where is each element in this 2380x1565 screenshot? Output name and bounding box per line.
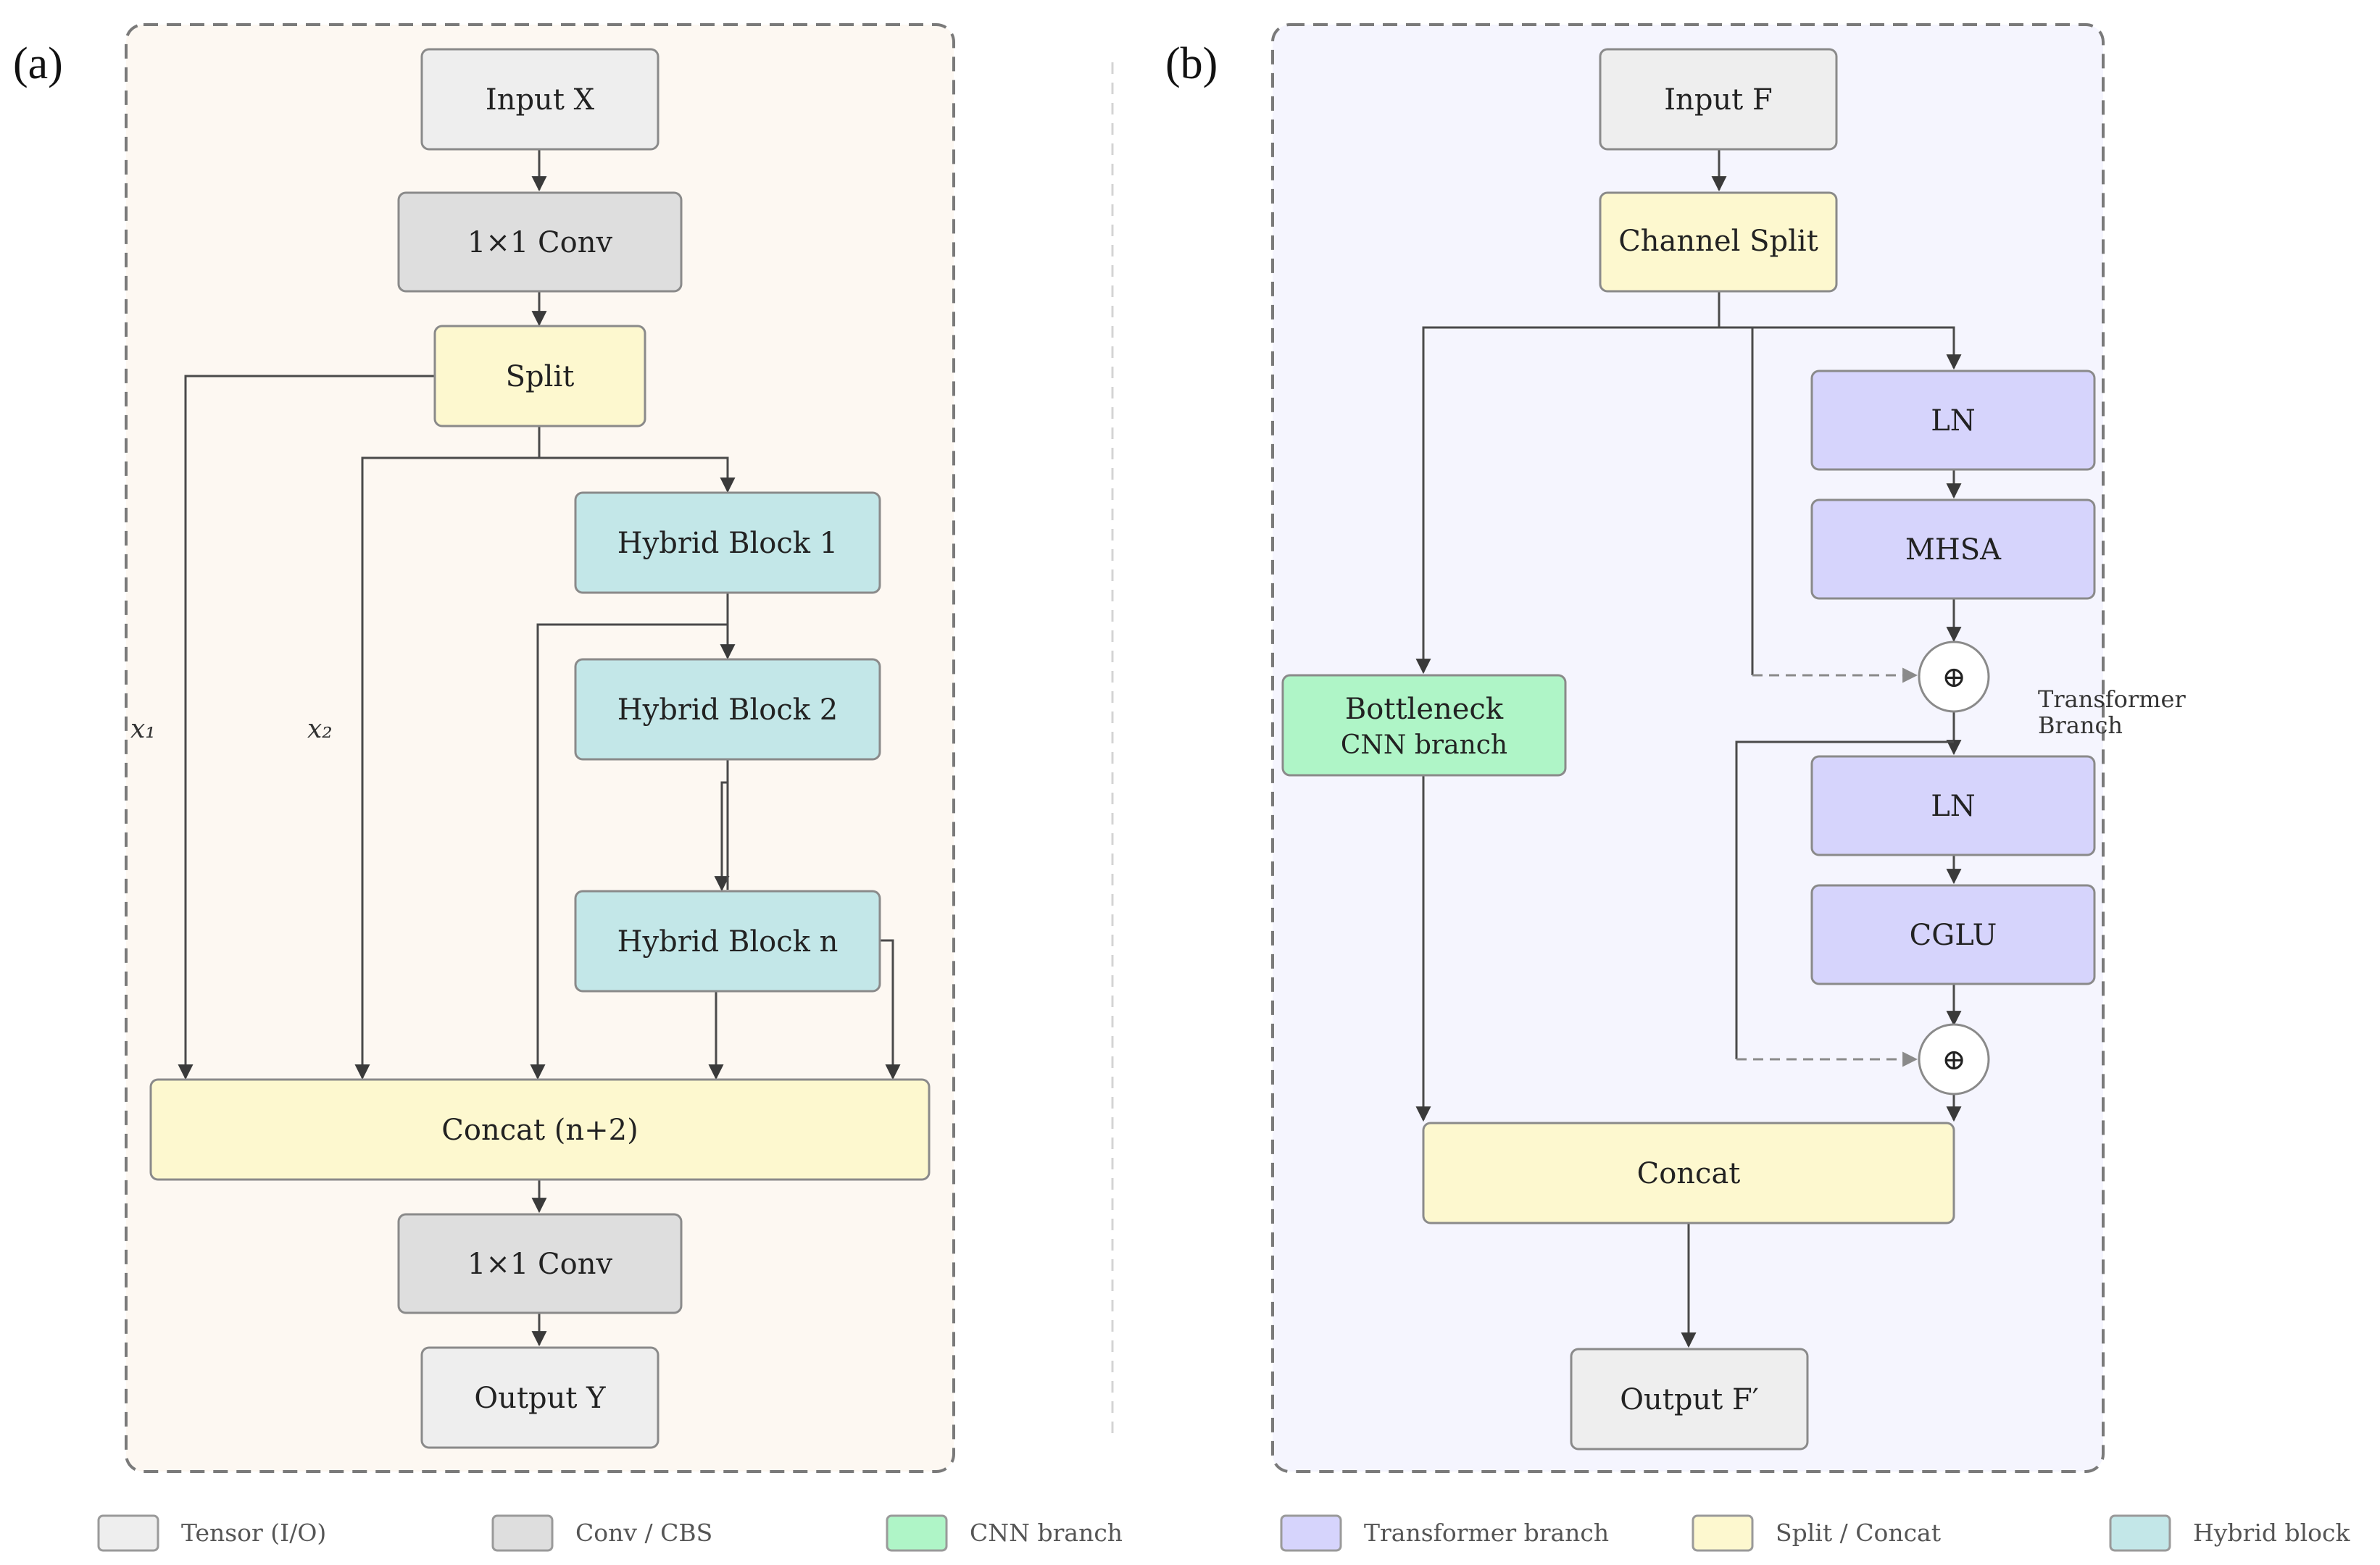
input-f-node: Input F [1599,48,1838,151]
legend: Tensor (I/O) Conv / CBS CNN branch Trans… [97,1514,2351,1552]
split-node: Split [433,325,646,427]
svg-text:⊕: ⊕ [1942,1043,1966,1077]
svg-text:Hybrid Block n: Hybrid Block n [617,925,839,959]
svg-text:⊕: ⊕ [1942,661,1966,694]
svg-text:Channel Split: Channel Split [1618,225,1818,258]
conv1x1-top-node: 1×1 Conv [397,191,683,293]
legend-item-transformer: Transformer branch [1280,1514,1609,1552]
cglu-node: CGLU [1810,884,2096,985]
legend-item-cnn: CNN branch [886,1514,1123,1552]
x1-label: x₁ [130,714,156,744]
legend-item-conv: Conv / CBS [491,1514,712,1552]
svg-text:Input F: Input F [1664,83,1772,117]
svg-text:Transformer: Transformer [2038,685,2186,713]
add-bottom-node: ⊕ [1918,1023,1990,1096]
tensor-swatch-icon [97,1514,159,1552]
legend-item-tensor: Tensor (I/O) [97,1514,326,1552]
svg-text:LN: LN [1931,790,1976,823]
x2-label: x₂ [307,714,333,744]
svg-text:Hybrid Block 2: Hybrid Block 2 [617,693,838,727]
svg-text:Input X: Input X [486,83,595,117]
svg-text:Tensor (I/O): Tensor (I/O) [181,1519,326,1547]
legend-item-hybrid: Hybrid block [2109,1514,2351,1552]
svg-text:LN: LN [1931,404,1976,438]
conv-swatch-icon [491,1514,554,1552]
cnn-swatch-icon [886,1514,948,1552]
conv1x1-bottom-node: 1×1 Conv [397,1213,683,1314]
hybrid-block-2-node: Hybrid Block 2 [574,658,881,761]
hybrid-swatch-icon [2109,1514,2171,1552]
ln-bottom-node: LN [1810,755,2096,856]
panel-a-label: (a) [13,39,63,88]
channel-split-node: Channel Split [1599,191,1838,293]
svg-text:CNN branch: CNN branch [1341,730,1507,760]
svg-text:Conv / CBS: Conv / CBS [575,1519,712,1547]
svg-text:Branch: Branch [2038,711,2123,739]
panel-b-label: (b) [1165,39,1218,88]
ln-top-node: LN [1810,370,2096,471]
panel-a-edges [178,149,901,1347]
concat-n2-node: Concat (n+2) [149,1078,931,1181]
hybrid-block-n-node: Hybrid Block n [574,890,881,993]
svg-text:Bottleneck: Bottleneck [1345,693,1504,726]
svg-text:Transformer branch: Transformer branch [1364,1519,1609,1547]
svg-text:1×1 Conv: 1×1 Conv [467,226,613,259]
svg-text:1×1 Conv: 1×1 Conv [467,1248,613,1281]
input-x-node: Input X [420,48,660,151]
mhsa-node: MHSA [1810,498,2096,600]
output-y-node: Output Y [420,1346,660,1449]
svg-text:Concat (n+2): Concat (n+2) [441,1114,638,1147]
hybrid-block-1-node: Hybrid Block 1 [574,491,881,594]
svg-text:Hybrid block: Hybrid block [2193,1519,2351,1547]
concat-node: Concat [1422,1122,1955,1224]
transformer-branch-label: Transformer Branch [2038,685,2186,739]
svg-text:Split: Split [506,360,575,393]
svg-text:CNN branch: CNN branch [970,1519,1123,1547]
bottleneck-cnn-node: Bottleneck CNN branch [1281,674,1567,777]
svg-text:CGLU: CGLU [1910,919,1997,952]
svg-text:Hybrid Block 1: Hybrid Block 1 [617,527,838,560]
add-top-node: ⊕ [1918,640,1990,713]
output-f-prime-node: Output F′ [1570,1348,1809,1451]
panel-b-edges [1415,149,1962,1348]
svg-text:Output Y: Output Y [474,1382,606,1415]
split-concat-swatch-icon [1692,1514,1754,1552]
transformer-swatch-icon [1280,1514,1342,1552]
legend-item-split-concat: Split / Concat [1692,1514,1941,1552]
svg-text:Output F′: Output F′ [1620,1383,1759,1416]
svg-text:MHSA: MHSA [1905,533,2002,567]
svg-text:Concat: Concat [1637,1157,1741,1190]
svg-text:Split / Concat: Split / Concat [1776,1519,1941,1547]
